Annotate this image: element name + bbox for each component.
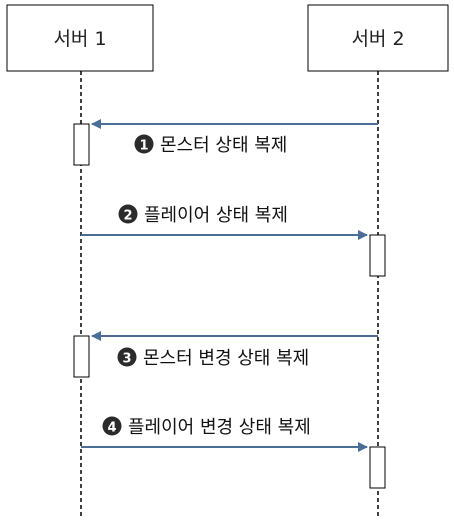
activation-box [369, 234, 386, 277]
number-badge-text: 1 [139, 139, 148, 154]
participant-label: 서버 2 [351, 28, 404, 50]
number-badge [134, 134, 154, 154]
number-badge [118, 204, 138, 224]
message-label: 몬스터 변경 상태 복제 [143, 348, 309, 369]
activation-box [73, 335, 90, 378]
number-badge [102, 416, 122, 436]
number-badge-text: 3 [122, 352, 131, 367]
number-badge-text: 4 [107, 421, 116, 436]
message-label: 플레이어 상태 복제 [144, 205, 288, 226]
participant-box [6, 4, 154, 72]
message-label: 몬스터 상태 복제 [160, 135, 287, 156]
number-badge [117, 347, 137, 367]
message-4: 4 플레이어 변경 상태 복제 [81, 416, 368, 452]
message-2: 2 플레이어 상태 복제 [81, 204, 368, 240]
activation-box [73, 123, 90, 166]
number-badge-text: 2 [123, 209, 132, 224]
activation-box [369, 446, 386, 489]
message-3: 3 몬스터 변경 상태 복제 [91, 331, 378, 369]
participant-box [307, 4, 449, 72]
participant-server1: 서버 1 [6, 4, 154, 72]
message-1: 1 몬스터 상태 복제 [91, 119, 378, 156]
participant-server2: 서버 2 [307, 4, 449, 72]
participant-label: 서버 1 [53, 28, 106, 50]
message-label: 플레이어 변경 상태 복제 [128, 417, 311, 438]
